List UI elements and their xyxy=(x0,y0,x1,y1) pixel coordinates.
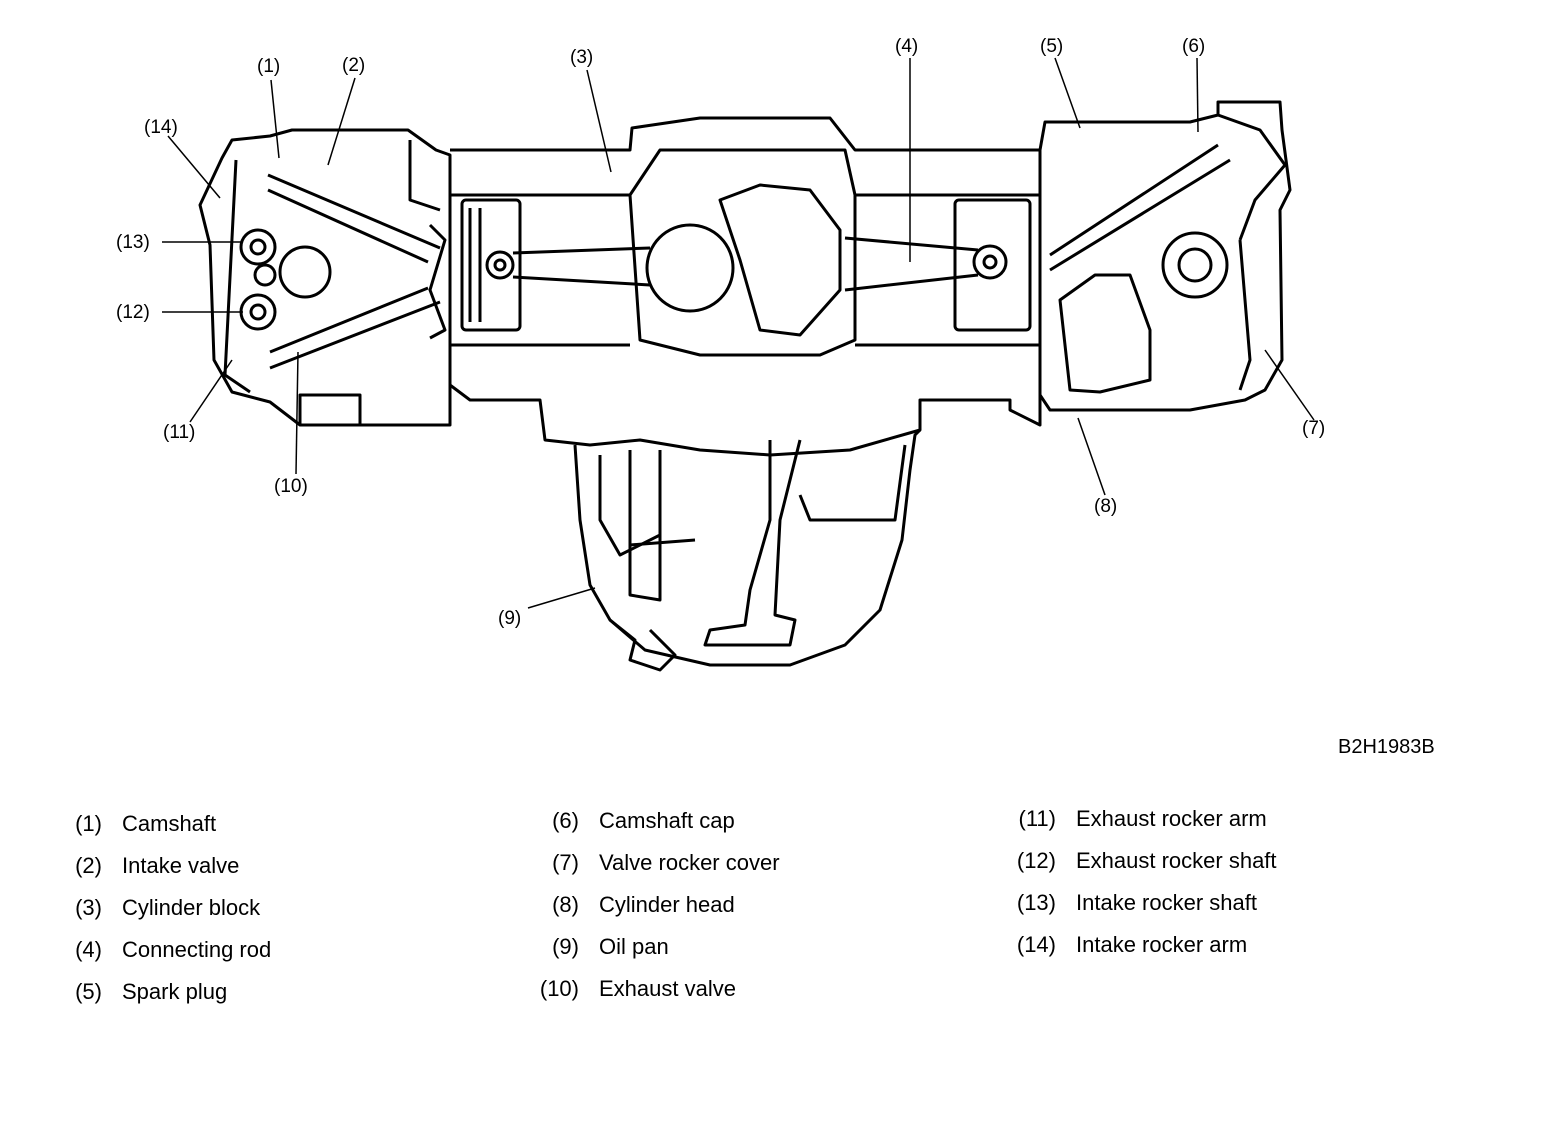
legend-label: Intake rocker arm xyxy=(1076,932,1248,957)
legend-label: Connecting rod xyxy=(122,937,272,962)
legend-number: (5) xyxy=(75,979,102,1004)
legend-label: Exhaust valve xyxy=(599,976,736,1001)
callout-11: (11) xyxy=(163,422,195,443)
legend-number: (10) xyxy=(539,976,579,1001)
callout-1: (1) xyxy=(257,56,280,77)
callout-4: (4) xyxy=(895,36,918,57)
callout-8: (8) xyxy=(1094,496,1117,517)
legend-label: Camshaft cap xyxy=(599,808,735,833)
legend-label: Camshaft xyxy=(122,811,217,836)
callout-12: (12) xyxy=(116,302,150,323)
callout-9: (9) xyxy=(498,608,521,629)
legend-number: (6) xyxy=(552,808,579,833)
callout-labels: (1) (2) (3) (4) (5) (6) (7) (8) (9) (10)… xyxy=(116,36,1325,629)
callout-13: (13) xyxy=(116,232,150,253)
callout-7: (7) xyxy=(1302,418,1325,439)
legend-label: Exhaust rocker arm xyxy=(1076,806,1267,831)
legend-label: Intake valve xyxy=(122,853,240,878)
legend-number: (7) xyxy=(552,850,579,875)
legend-number: (12) xyxy=(1016,848,1056,873)
legend-label: Spark plug xyxy=(122,979,228,1004)
legend-label: Valve rocker cover xyxy=(599,850,780,875)
callout-leader-lines xyxy=(162,57,1315,609)
legend-number: (14) xyxy=(1016,932,1056,957)
legend-number: (11) xyxy=(1018,806,1057,831)
engine-drawing xyxy=(198,100,1292,672)
legend-number: (8) xyxy=(552,892,579,917)
legend-number: (1) xyxy=(75,811,102,836)
legend-number: (3) xyxy=(75,895,102,920)
legend-label: Intake rocker shaft xyxy=(1076,890,1257,915)
callout-3: (3) xyxy=(570,47,593,68)
callout-2: (2) xyxy=(342,55,365,76)
legend-number: (4) xyxy=(75,937,102,962)
legend-label: Cylinder head xyxy=(599,892,735,917)
callout-10: (10) xyxy=(274,476,308,497)
legend-label: Oil pan xyxy=(599,934,669,959)
callout-14: (14) xyxy=(144,117,178,138)
figure-code: B2H1983B xyxy=(1338,736,1435,758)
legend-number: (2) xyxy=(75,853,102,878)
engine-cross-section-diagram: (1) (2) (3) (4) (5) (6) (7) (8) (9) (10)… xyxy=(116,36,1325,672)
legend-label: Exhaust rocker shaft xyxy=(1076,848,1277,873)
callout-6: (6) xyxy=(1182,36,1205,57)
callout-5: (5) xyxy=(1040,36,1063,57)
legend-number: (9) xyxy=(552,934,579,959)
legend-label: Cylinder block xyxy=(122,895,261,920)
legend-number: (13) xyxy=(1016,890,1056,915)
